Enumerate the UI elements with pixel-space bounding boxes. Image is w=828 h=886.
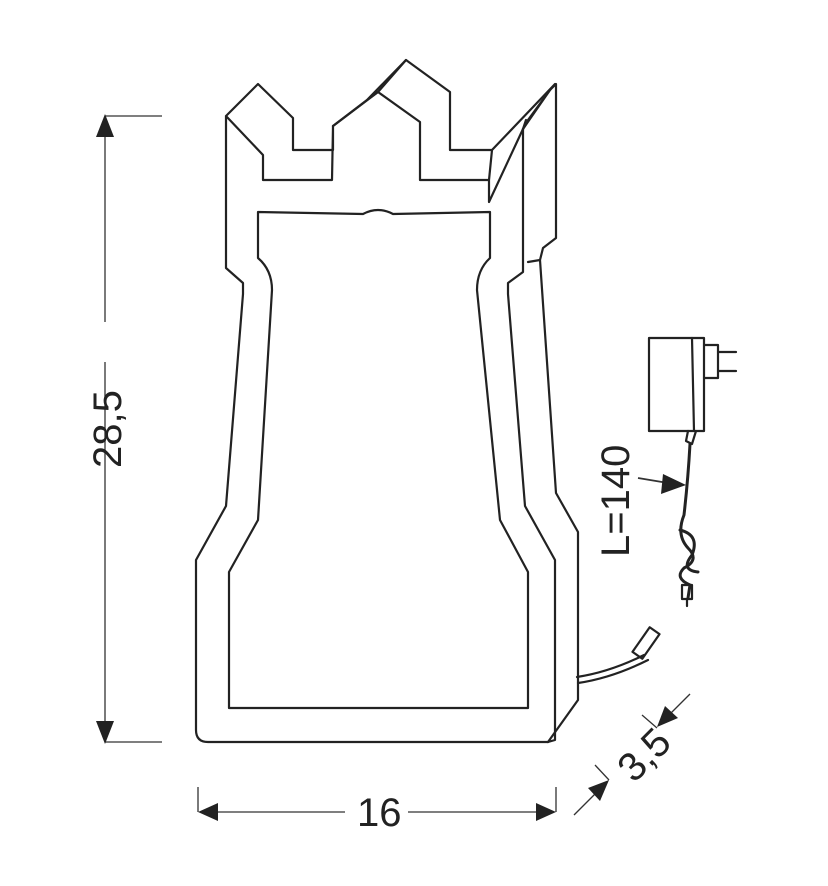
arrow-up-icon <box>96 114 114 137</box>
depth-dimension: 3,5 <box>573 693 691 816</box>
lamp-outer-right <box>506 127 557 744</box>
lamp-depth-side <box>521 82 580 744</box>
lamp-cable-stub <box>575 626 661 685</box>
height-dimension: 28,5 <box>86 114 162 744</box>
lamp-crown-depth <box>331 58 552 131</box>
cable-length-label: L=140 <box>594 445 638 557</box>
arrow-depth-in-icon <box>588 780 609 801</box>
height-label: 28,5 <box>86 390 130 468</box>
width-label: 16 <box>357 791 402 835</box>
arrow-left-icon <box>198 803 218 821</box>
arrow-cable-icon <box>661 474 686 494</box>
lamp-outer-outline <box>194 58 557 744</box>
connector-sleeve <box>631 626 661 660</box>
adapter-body <box>647 336 706 433</box>
power-cable <box>678 442 695 600</box>
arrow-down-icon <box>96 721 114 744</box>
power-adapter <box>647 336 738 608</box>
cable-strain-relief <box>684 429 698 446</box>
lamp-body <box>194 58 580 744</box>
arrow-depth-out-icon <box>657 706 678 727</box>
width-dimension: 16 <box>197 787 557 835</box>
depth-label: 3,5 <box>609 720 679 790</box>
arrow-right-icon <box>536 803 556 821</box>
adapter-plug-base <box>702 343 720 380</box>
cable-length-annotation: L=140 <box>594 445 686 557</box>
lamp-inner-window <box>227 208 530 710</box>
